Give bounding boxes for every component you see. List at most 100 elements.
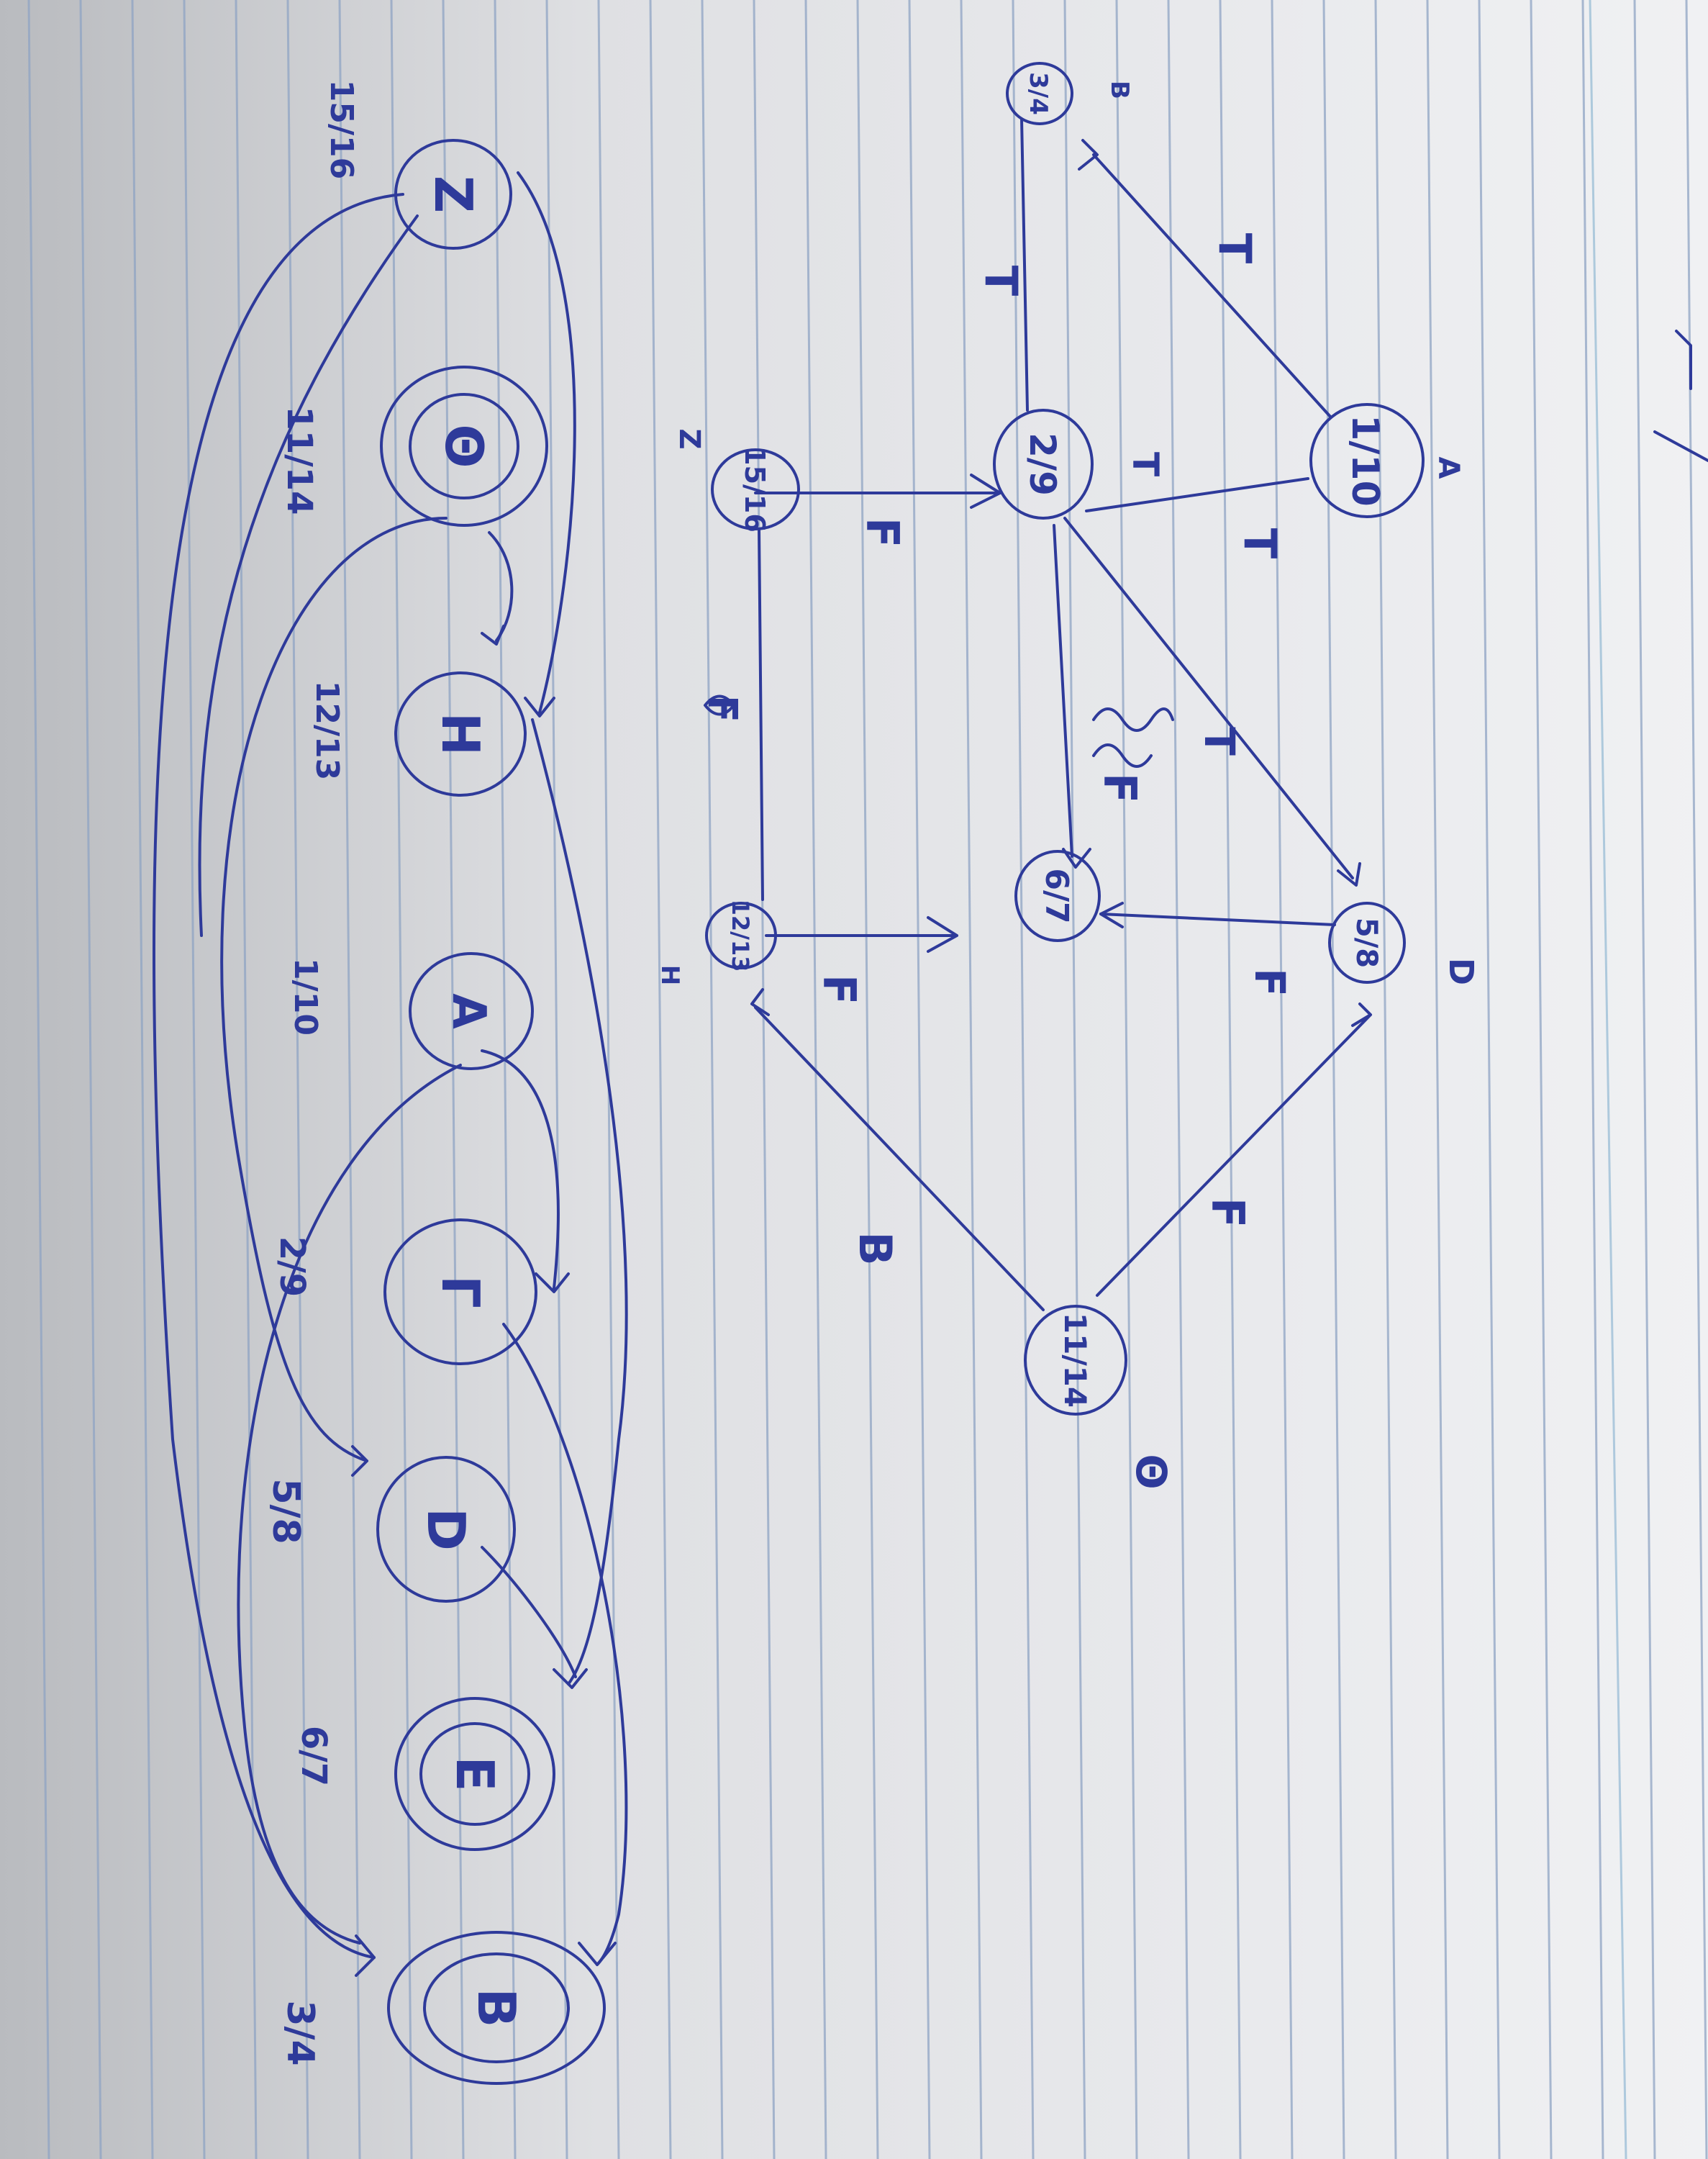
arc-Z-H [517,171,576,714]
bnode-E: E 6/7 [294,1697,555,1851]
svg-text:Γ: Γ [430,1275,491,1308]
svg-text:15/16: 15/16 [323,80,360,180]
label-edge-D-E: F [1245,968,1294,997]
svg-text:1/10: 1/10 [1343,415,1386,507]
node-E: 6/7 [1014,850,1101,942]
ruled-line [494,0,517,2159]
edge-A-C [1085,477,1309,512]
ruled-line [286,0,309,2159]
svg-text:Z: Z [673,428,706,449]
node-B: 3/4 B [1006,62,1134,125]
label-edge-A-B: T [1209,233,1261,263]
label-edge-C-E: F [1094,773,1146,803]
svg-text:3/4: 3/4 [278,2000,322,2065]
bnode-B: B 3/4 [278,1931,606,2085]
arc-Z-B [152,193,404,1959]
bnode-D: D 5/8 [264,1456,516,1603]
svg-text:A: A [1432,457,1465,479]
arc-D-E [481,1546,577,1678]
ruled-line [753,0,776,2159]
ruled-line [1322,0,1345,2159]
bottom-graph: Z 15/16 Θ 11/14 H 12/13 A 1/10 Γ 2/9 D 5… [152,80,628,2085]
bnode-A: A 1/10 [287,952,534,1070]
ruled-line [1167,0,1190,2159]
arc-A-Gamma [481,1049,560,1290]
svg-text:Θ: Θ [1127,1454,1176,1489]
label-edge-C-D: T [1195,727,1244,756]
svg-text:2/9: 2/9 [272,1236,312,1297]
ruled-line [183,0,206,2159]
svg-text:15/16: 15/16 [739,446,771,533]
label-edge-Z-H: F [699,695,745,723]
svg-text:H: H [655,965,684,985]
svg-text:D: D [1442,958,1481,985]
bnode-Theta: Θ 11/14 [279,366,548,527]
ruled-lines [27,0,1708,2159]
ruled-line [1271,0,1294,2159]
ruled-line [545,0,568,2159]
edge-A-B [1092,153,1332,419]
ruled-line [960,0,983,2159]
svg-text:1/10: 1/10 [287,958,324,1036]
label-edge-Z-C: F [856,517,909,548]
edge-D-E [1099,913,1336,926]
ruled-line [1478,0,1501,2159]
top-graph: 1/10 A 3/4 B 2/9 6/7 5/8 D 11/14 Θ 12/ [655,62,1481,1490]
svg-text:12/13: 12/13 [727,900,754,972]
svg-text:B: B [466,1988,527,2028]
label-edge-B-C: T [975,266,1027,296]
svg-text:3/4: 3/4 [1024,72,1053,115]
arc-Gamma-B [502,1323,628,1966]
svg-text:E: E [445,1756,505,1791]
ruled-line [1219,0,1242,2159]
arc-H-E [531,718,628,1685]
corner-mark [1653,330,1708,462]
node-D: 5/8 D [1328,902,1481,985]
svg-text:A: A [442,993,495,1029]
svg-text:6/7: 6/7 [294,1726,334,1786]
bnode-H: H 12/13 [309,671,527,797]
edge-Z-H [758,528,764,901]
ruled-line [27,0,50,2159]
edge-C-E [1053,524,1073,858]
svg-text:Z: Z [423,176,483,213]
ruled-line [338,0,361,2159]
edge-Z-C [754,474,1001,509]
node-Z: 15/16 Z [673,428,800,533]
label-edge-H-E: F [813,974,866,1005]
svg-text:B: B [1105,81,1134,99]
svg-text:6/7: 6/7 [1038,868,1075,923]
ruled-line [649,0,672,2159]
arc-Z-Theta [198,214,419,937]
bnode-Gamma: Γ 2/9 [272,1218,537,1365]
label-edge-A-C: T [1234,528,1286,558]
svg-text:2/9: 2/9 [1022,433,1063,496]
label-edge-A-C-r: T [1125,452,1166,476]
svg-text:H: H [430,712,491,756]
svg-text:Θ: Θ [434,424,494,468]
ruled-line [1374,0,1397,2159]
ruled-line [856,0,879,2159]
svg-text:12/13: 12/13 [309,681,345,781]
ruled-line [1012,0,1035,2159]
node-C: 2/9 [993,409,1094,520]
ruled-line [79,0,102,2159]
ruled-line [1426,0,1449,2159]
node-A: 1/10 A [1309,403,1465,518]
ruled-line [1063,0,1086,2159]
svg-text:5/8: 5/8 [264,1478,307,1544]
scribble-small [704,694,735,716]
edge-B-C [1020,117,1029,412]
arc-A-B [237,1064,462,1945]
ruled-line [442,0,465,2159]
bnode-Z: Z 15/16 [323,80,512,250]
edge-Theta-D [1096,1013,1372,1297]
label-edge-Theta-H: B [849,1231,901,1265]
arc-Theta-D [220,517,448,1462]
ruled-line [1530,0,1553,2159]
ruled-line [131,0,154,2159]
node-H: 12/13 H [655,900,777,985]
ruled-line [701,0,724,2159]
